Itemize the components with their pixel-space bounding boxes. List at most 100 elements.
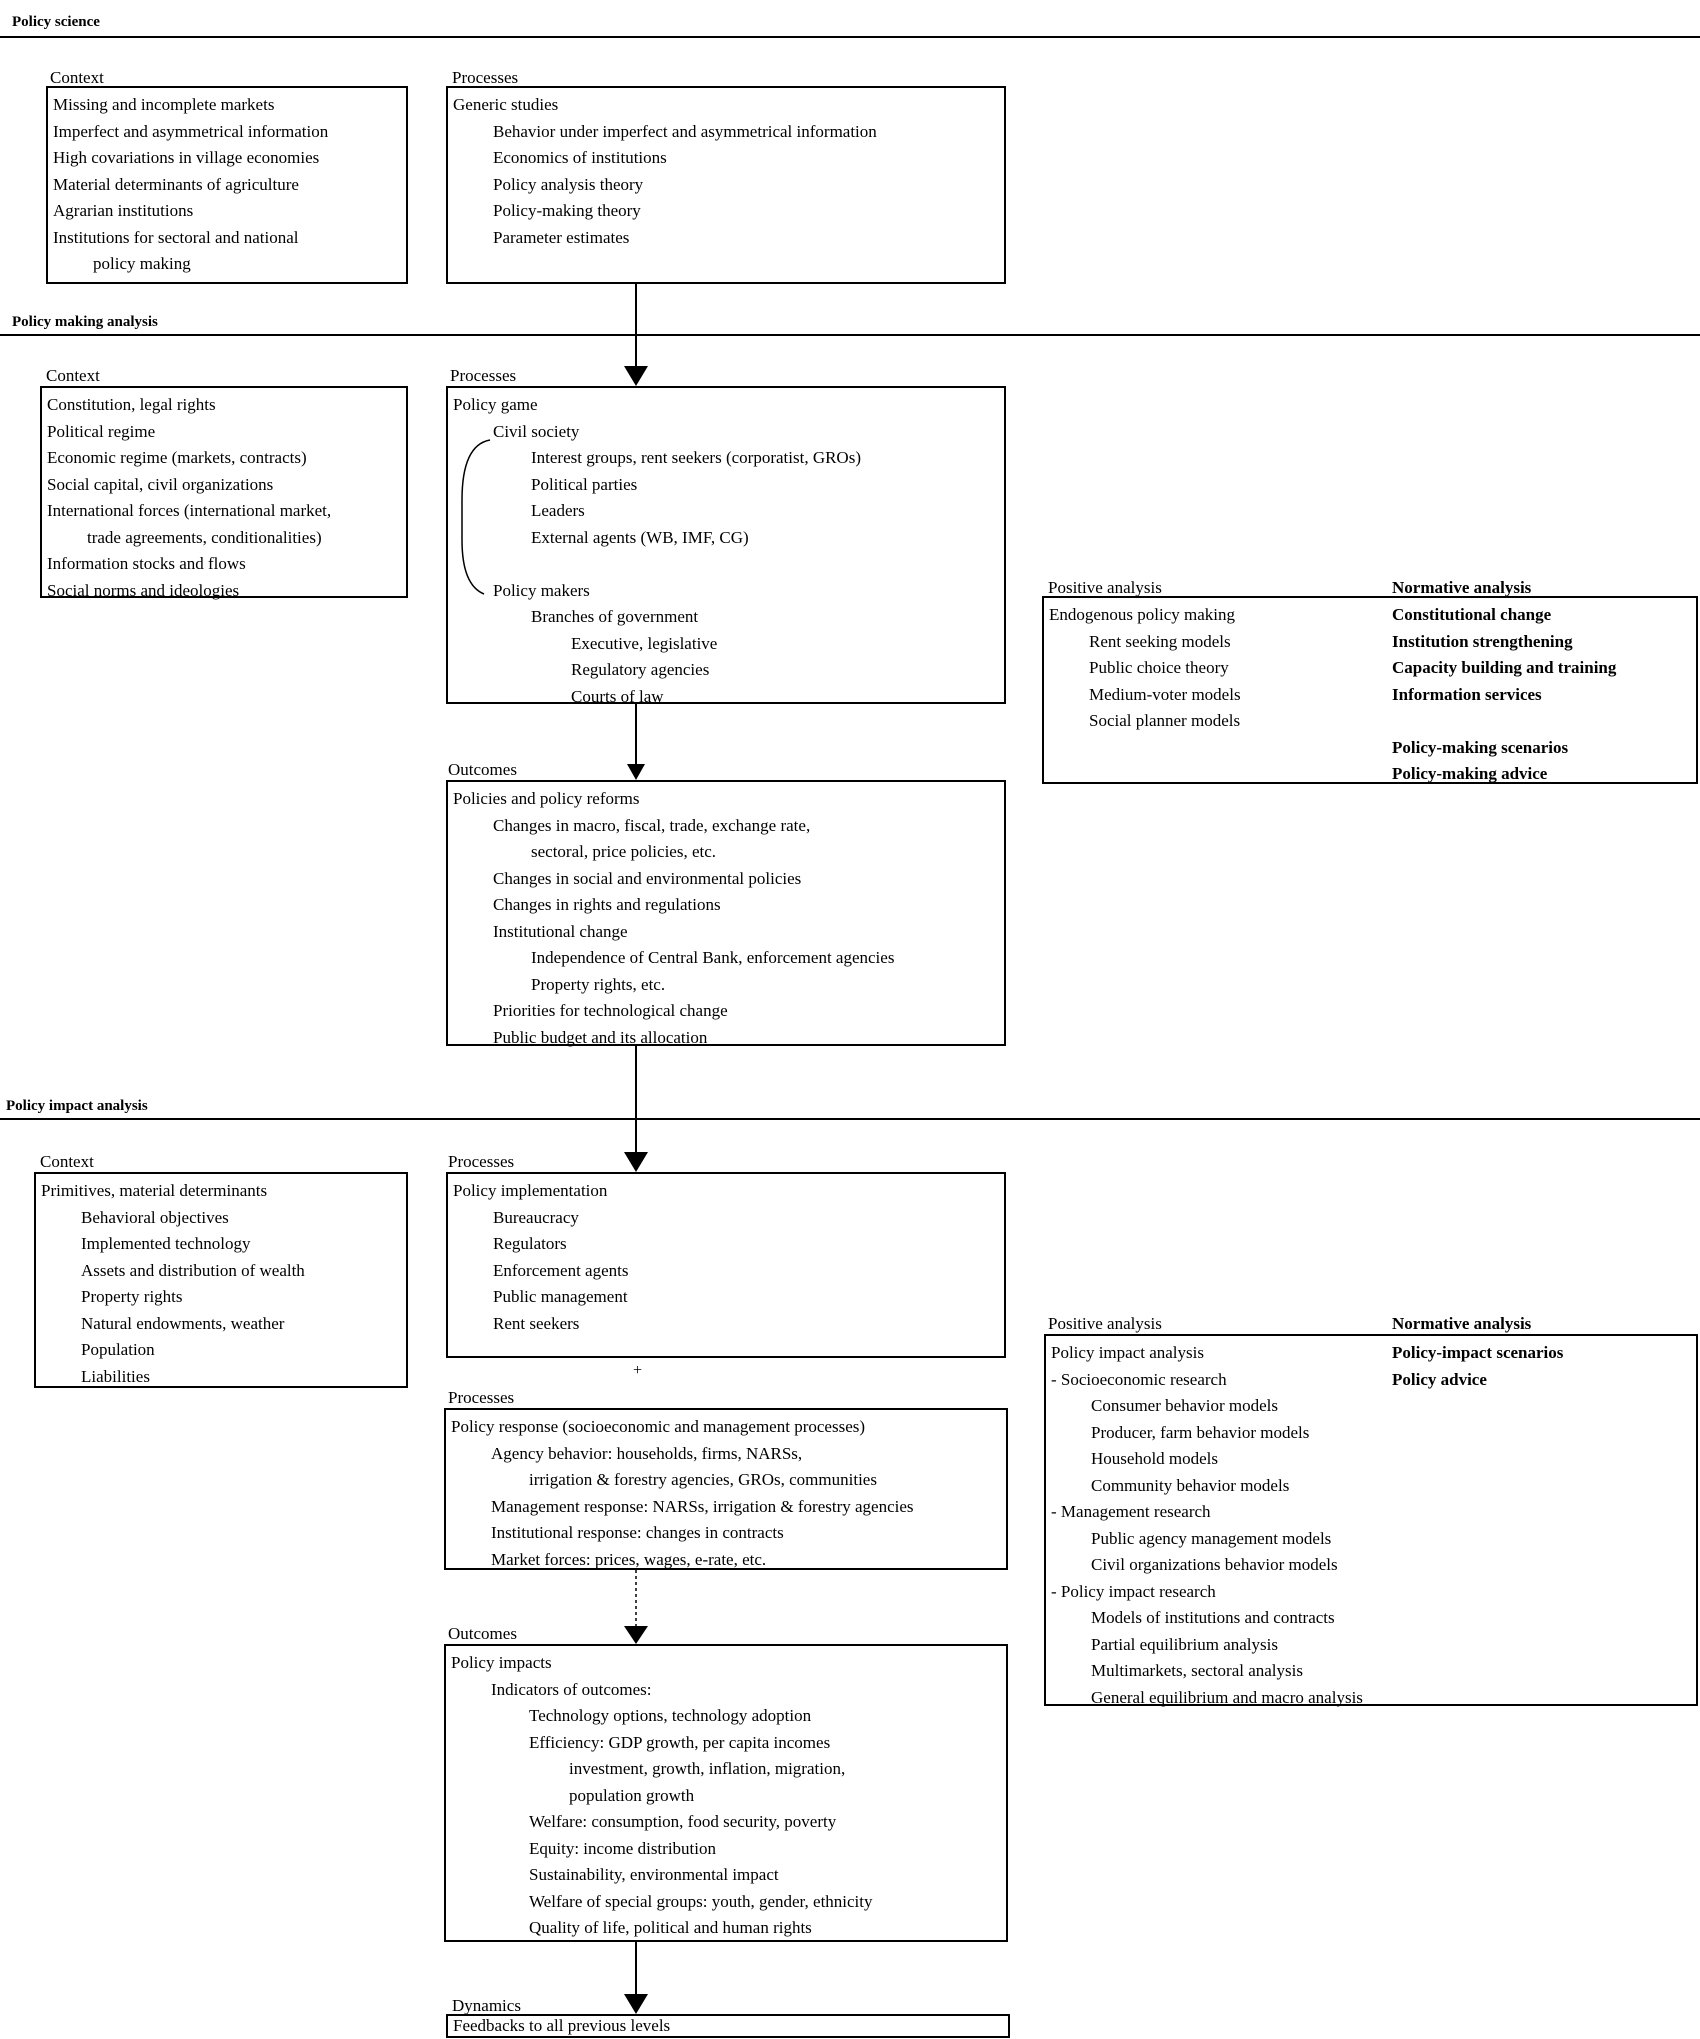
list-item: Civil society xyxy=(493,421,580,441)
context-label: Context xyxy=(40,1152,94,1171)
list-item: Enforcement agents xyxy=(493,1260,629,1280)
list-item: Regulators xyxy=(493,1234,567,1253)
list-item: Rent seeking models xyxy=(1089,631,1231,651)
list-item: Branches of government xyxy=(531,607,699,626)
outcomes-label: Outcomes xyxy=(448,1624,517,1643)
list-item: Constitutional change xyxy=(1392,605,1552,624)
list-item: Constitution, legal rights xyxy=(47,395,216,414)
list-item: International forces (international mark… xyxy=(47,501,332,520)
list-item: Policy-impact scenarios xyxy=(1392,1343,1564,1362)
list-item: Implemented technology xyxy=(81,1234,251,1253)
list-item: Generic studies xyxy=(453,95,559,114)
list-item: Information stocks and flows xyxy=(47,554,246,573)
list-item: Producer, farm behavior models xyxy=(1091,1422,1310,1442)
list-item: Policy implementation xyxy=(453,1181,608,1200)
list-item: Institution strengthening xyxy=(1392,631,1573,651)
list-item: Agency behavior: households, firms, NARS… xyxy=(491,1443,803,1463)
list-item: - Policy impact research xyxy=(1051,1581,1216,1601)
plus-sign: + xyxy=(633,1362,643,1379)
processes-label: Processes xyxy=(452,68,519,87)
list-item: Material determinants of agriculture xyxy=(53,174,299,194)
list-item: investment, growth, inflation, migration… xyxy=(569,1759,846,1778)
list-item: Partial equilibrium analysis xyxy=(1091,1634,1278,1654)
list-item: Economic regime (markets, contracts) xyxy=(47,448,307,467)
list-item: Institutional response: changes in contr… xyxy=(491,1523,784,1542)
list-item: Behavioral objectives xyxy=(81,1207,229,1227)
list-item: Models of institutions and contracts xyxy=(1091,1608,1335,1627)
list-item: Household models xyxy=(1091,1449,1219,1468)
list-item: - Management research xyxy=(1051,1502,1211,1521)
list-item: Policy-making advice xyxy=(1392,764,1548,783)
ps-context-box: Missing and incomplete markets Imperfect… xyxy=(46,86,408,284)
section-policy-science: Policy science xyxy=(12,14,100,30)
list-item: Public management xyxy=(493,1287,628,1306)
list-item: Policy-making scenarios xyxy=(1392,737,1569,757)
context-label: Context xyxy=(50,68,104,87)
pm-outcomes-box: Policies and policy reforms Changes in m… xyxy=(446,780,1006,1047)
bracket-connector xyxy=(461,439,491,595)
arrow-head xyxy=(624,366,648,386)
processes-label: Processes xyxy=(448,1152,515,1171)
list-item: Equity: income distribution xyxy=(529,1838,716,1858)
list-item: Policy makers xyxy=(493,580,590,600)
list-item: policy making xyxy=(93,254,191,273)
list-item: Primitives, material determinants xyxy=(41,1181,268,1200)
list-item: High covariations in village economies xyxy=(53,148,320,167)
list-item: Social capital, civil organizations xyxy=(47,474,274,494)
list-item: Changes in rights and regulations xyxy=(493,895,721,914)
list-item: Multimarkets, sectoral analysis xyxy=(1091,1661,1303,1680)
normative-analysis-label: Normative analysis xyxy=(1392,1314,1532,1333)
list-item: Indicators of outcomes: xyxy=(491,1679,652,1699)
list-item: Endogenous policy making xyxy=(1049,605,1236,624)
list-item: Community behavior models xyxy=(1091,1475,1290,1495)
divider xyxy=(0,36,1700,38)
pi-outcomes-box: Policy impacts Indicators of outcomes: T… xyxy=(444,1644,1008,1942)
list-item: Policy impacts xyxy=(451,1653,552,1672)
arrow-head xyxy=(627,764,645,780)
pi-processes-box: Policy implementation Bureaucracy Regula… xyxy=(446,1172,1006,1358)
arrow-head xyxy=(624,1994,648,2014)
list-item: Policy-making theory xyxy=(493,201,641,220)
list-item: Capacity building and training xyxy=(1392,658,1617,677)
list-item: Information services xyxy=(1392,684,1542,704)
list-item: Technology options, technology adoption xyxy=(529,1706,812,1725)
list-item: Sustainability, environmental impact xyxy=(529,1865,779,1884)
pm-analysis-box: Endogenous policy making Rent seeking mo… xyxy=(1042,596,1698,784)
processes-label: Processes xyxy=(450,366,517,385)
list-item: Policy analysis theory xyxy=(493,174,644,194)
list-item: Social norms and ideologies xyxy=(47,580,240,600)
list-item: Natural endowments, weather xyxy=(81,1313,285,1333)
pi-response-box: Policy response (socioeconomic and manag… xyxy=(444,1408,1008,1570)
list-item: Social planner models xyxy=(1089,711,1241,730)
list-item: Policy game xyxy=(453,395,538,414)
list-item: Quality of life, political and human rig… xyxy=(529,1918,812,1937)
divider xyxy=(0,1118,1700,1120)
list-item: Welfare: consumption, food security, pov… xyxy=(529,1812,837,1831)
list-item: Public choice theory xyxy=(1089,658,1229,677)
pm-context-box: Constitution, legal rights Political reg… xyxy=(40,386,408,600)
list-item: Policy advice xyxy=(1392,1369,1487,1389)
list-item: Efficiency: GDP growth, per capita incom… xyxy=(529,1732,831,1752)
list-item: Medium-voter models xyxy=(1089,684,1241,704)
list-item: Property rights, etc. xyxy=(531,974,666,994)
ps-processes-box: Generic studies Behavior under imperfect… xyxy=(446,86,1006,284)
pi-context-box: Primitives, material determinants Behavi… xyxy=(34,1172,408,1388)
context-label: Context xyxy=(46,366,100,385)
list-item: Political regime xyxy=(47,421,156,441)
list-item: Executive, legislative xyxy=(571,633,718,653)
list-item: Institutional change xyxy=(493,921,628,941)
list-item: Rent seekers xyxy=(493,1313,580,1333)
list-item: Missing and incomplete markets xyxy=(53,95,275,114)
list-item: Feedbacks to all previous levels xyxy=(453,2016,671,2035)
list-item: trade agreements, conditionalities) xyxy=(87,527,322,547)
list-item: External agents (WB, IMF, CG) xyxy=(531,527,749,547)
list-item: irrigation & forestry agencies, GROs, co… xyxy=(529,1470,877,1489)
list-item: Policy impact analysis xyxy=(1051,1343,1204,1362)
section-policy-impact-analysis: Policy impact analysis xyxy=(6,1098,148,1114)
list-item: Agrarian institutions xyxy=(53,201,194,220)
list-item: Population xyxy=(81,1340,155,1359)
dynamics-box: Feedbacks to all previous levels xyxy=(446,2014,1010,2038)
list-item: Priorities for technological change xyxy=(493,1001,728,1020)
list-item: Welfare of special groups: youth, gender… xyxy=(529,1891,873,1911)
list-item: Independence of Central Bank, enforcemen… xyxy=(531,948,895,967)
